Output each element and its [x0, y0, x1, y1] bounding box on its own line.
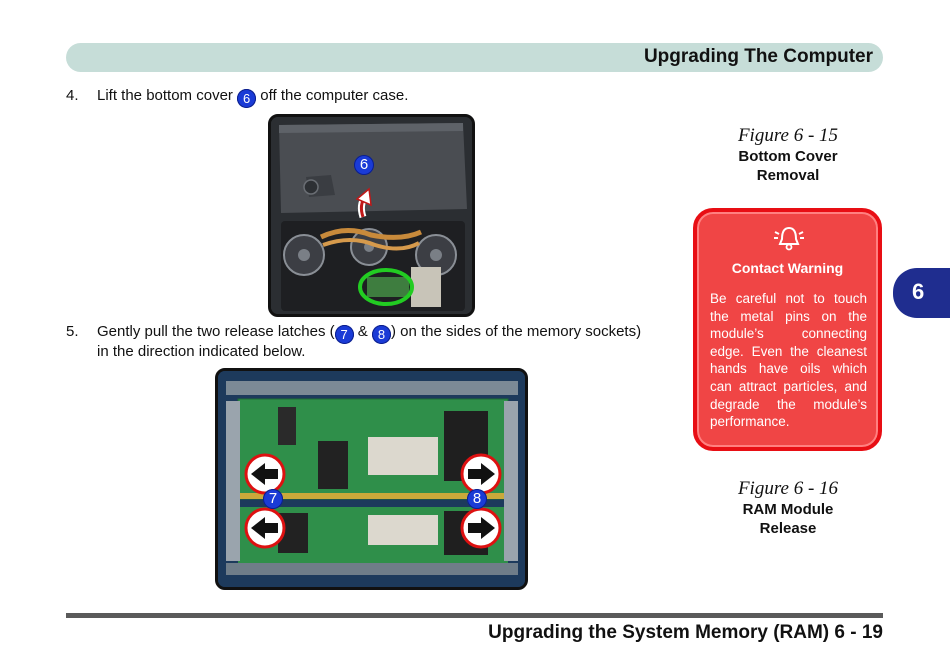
header-bar: Upgrading The Computer: [66, 43, 883, 72]
callout-badge: 6: [354, 155, 374, 175]
callout-badge: 7: [334, 325, 354, 344]
page-header-title: Upgrading The Computer: [643, 46, 873, 67]
step-text-before: Gently pull the two release latches (: [97, 323, 335, 340]
footer-page-label: Upgrading the System Memory (RAM) 6 - 19: [488, 622, 883, 643]
bottom-cover-photo: 6: [268, 114, 475, 317]
arrow-left-icon: [244, 453, 286, 495]
bell-alarm-icon: [773, 224, 805, 257]
ampersand: &: [357, 323, 368, 340]
figure-label: Figure 6 - 16: [737, 478, 839, 499]
figure-caption: Figure 6 - 15 Bottom Cover Removal: [698, 125, 878, 185]
figure-title-line1: RAM Module: [742, 501, 834, 518]
figure-label: Figure 6 - 15: [737, 125, 839, 146]
warning-title: Contact Warning: [731, 260, 844, 276]
step-number: 4.: [66, 87, 79, 104]
step-text-after: ) on the sides of the memory sockets): [390, 323, 642, 340]
figure-title-line2: Release: [759, 520, 817, 537]
step-text-before: Lift the bottom cover: [97, 87, 233, 104]
chapter-number: 6: [912, 279, 925, 304]
callout-badge: 7: [263, 489, 283, 509]
bottom-cover-illustration: [271, 117, 472, 314]
contact-warning-box: Contact Warning Be careful not to touch …: [693, 208, 882, 451]
arrow-left-icon: [244, 507, 286, 549]
ram-module-photo: 7 8: [215, 368, 528, 590]
figure-title-line1: Bottom Cover: [738, 148, 838, 165]
callout-badge: 8: [467, 489, 487, 509]
footer-rule: [66, 613, 883, 618]
callout-badge: 8: [371, 325, 391, 344]
step-number: 5.: [66, 323, 79, 340]
ram-module-illustration: [218, 371, 525, 587]
step-text: Lift the bottom cover 6 off the computer…: [97, 86, 408, 108]
figure-title-line2: Removal: [756, 167, 820, 184]
chapter-tab: 6: [893, 268, 950, 318]
figure-caption: Figure 6 - 16 RAM Module Release: [698, 478, 878, 538]
arrow-right-icon: [460, 453, 502, 495]
callout-badge: 6: [237, 89, 257, 108]
arrow-right-icon: [460, 507, 502, 549]
step-text-line2: in the direction indicated below.: [97, 343, 306, 360]
step-text: Gently pull the two release latches (7 &…: [97, 322, 641, 344]
step-text-after: off the computer case.: [260, 87, 409, 104]
warning-text: Be careful not to touch the metal pins o…: [710, 291, 867, 430]
